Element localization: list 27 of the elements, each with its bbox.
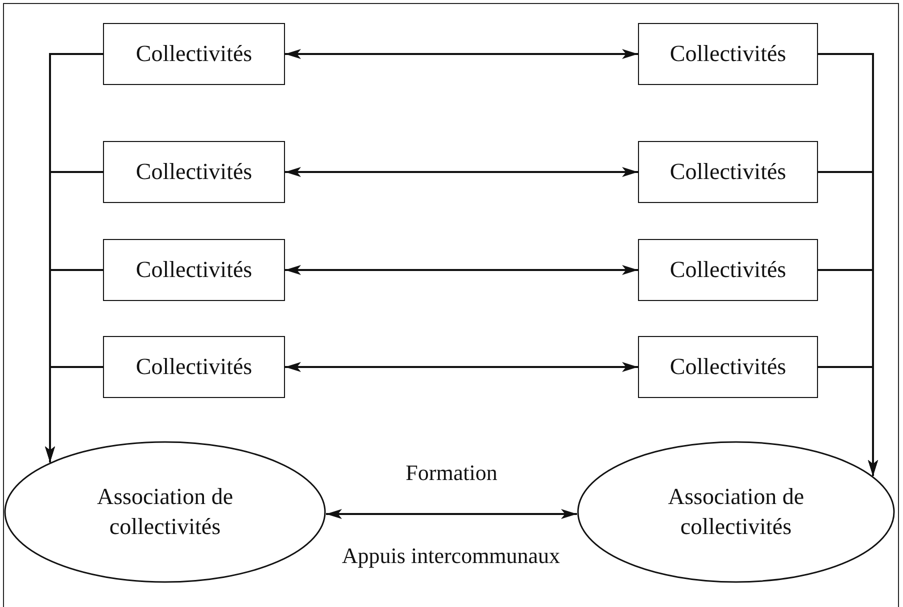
node-label: Collectivités [670, 158, 786, 186]
process-box [103, 239, 285, 301]
arrow [818, 366, 878, 476]
process-box [103, 23, 285, 85]
process-box [103, 336, 285, 398]
arrow [285, 167, 638, 177]
node-label: Collectivités [670, 353, 786, 382]
arrow [285, 362, 638, 372]
node-label: Association de collectivités [666, 483, 806, 541]
node-label: Collectivités [136, 40, 252, 68]
node-label: Association de collectivités [96, 483, 234, 541]
node-label: Collectivités [670, 256, 786, 284]
process-box [103, 141, 285, 203]
arrow [326, 509, 577, 519]
node-label: Collectivités [670, 40, 786, 68]
text-label: Appuis intercommunaux [341, 542, 561, 570]
process-box [638, 23, 818, 85]
node-label: Collectivités [136, 256, 252, 284]
process-box [638, 239, 818, 301]
node-label: Collectivités [136, 158, 252, 186]
node-label: Collectivités [136, 353, 252, 382]
arrow [285, 49, 638, 59]
process-box [638, 141, 818, 203]
process-box [638, 336, 818, 398]
edge-label: Formation [406, 459, 498, 487]
arrow [285, 265, 638, 275]
arrow [45, 366, 103, 462]
